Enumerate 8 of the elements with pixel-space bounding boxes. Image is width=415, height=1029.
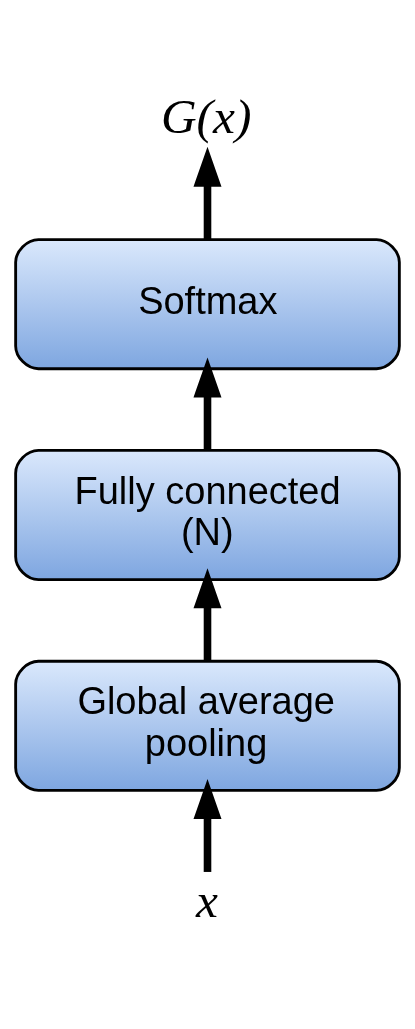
node-box: Softmax [14,237,401,370]
arrow [193,356,222,450]
node-box: Global average pooling [14,659,401,792]
node-text: G(x) [160,88,252,144]
arrow [193,146,222,239]
node-text: x [196,872,219,928]
arrow [193,567,222,661]
node-box: Fully connected (N) [14,448,401,581]
